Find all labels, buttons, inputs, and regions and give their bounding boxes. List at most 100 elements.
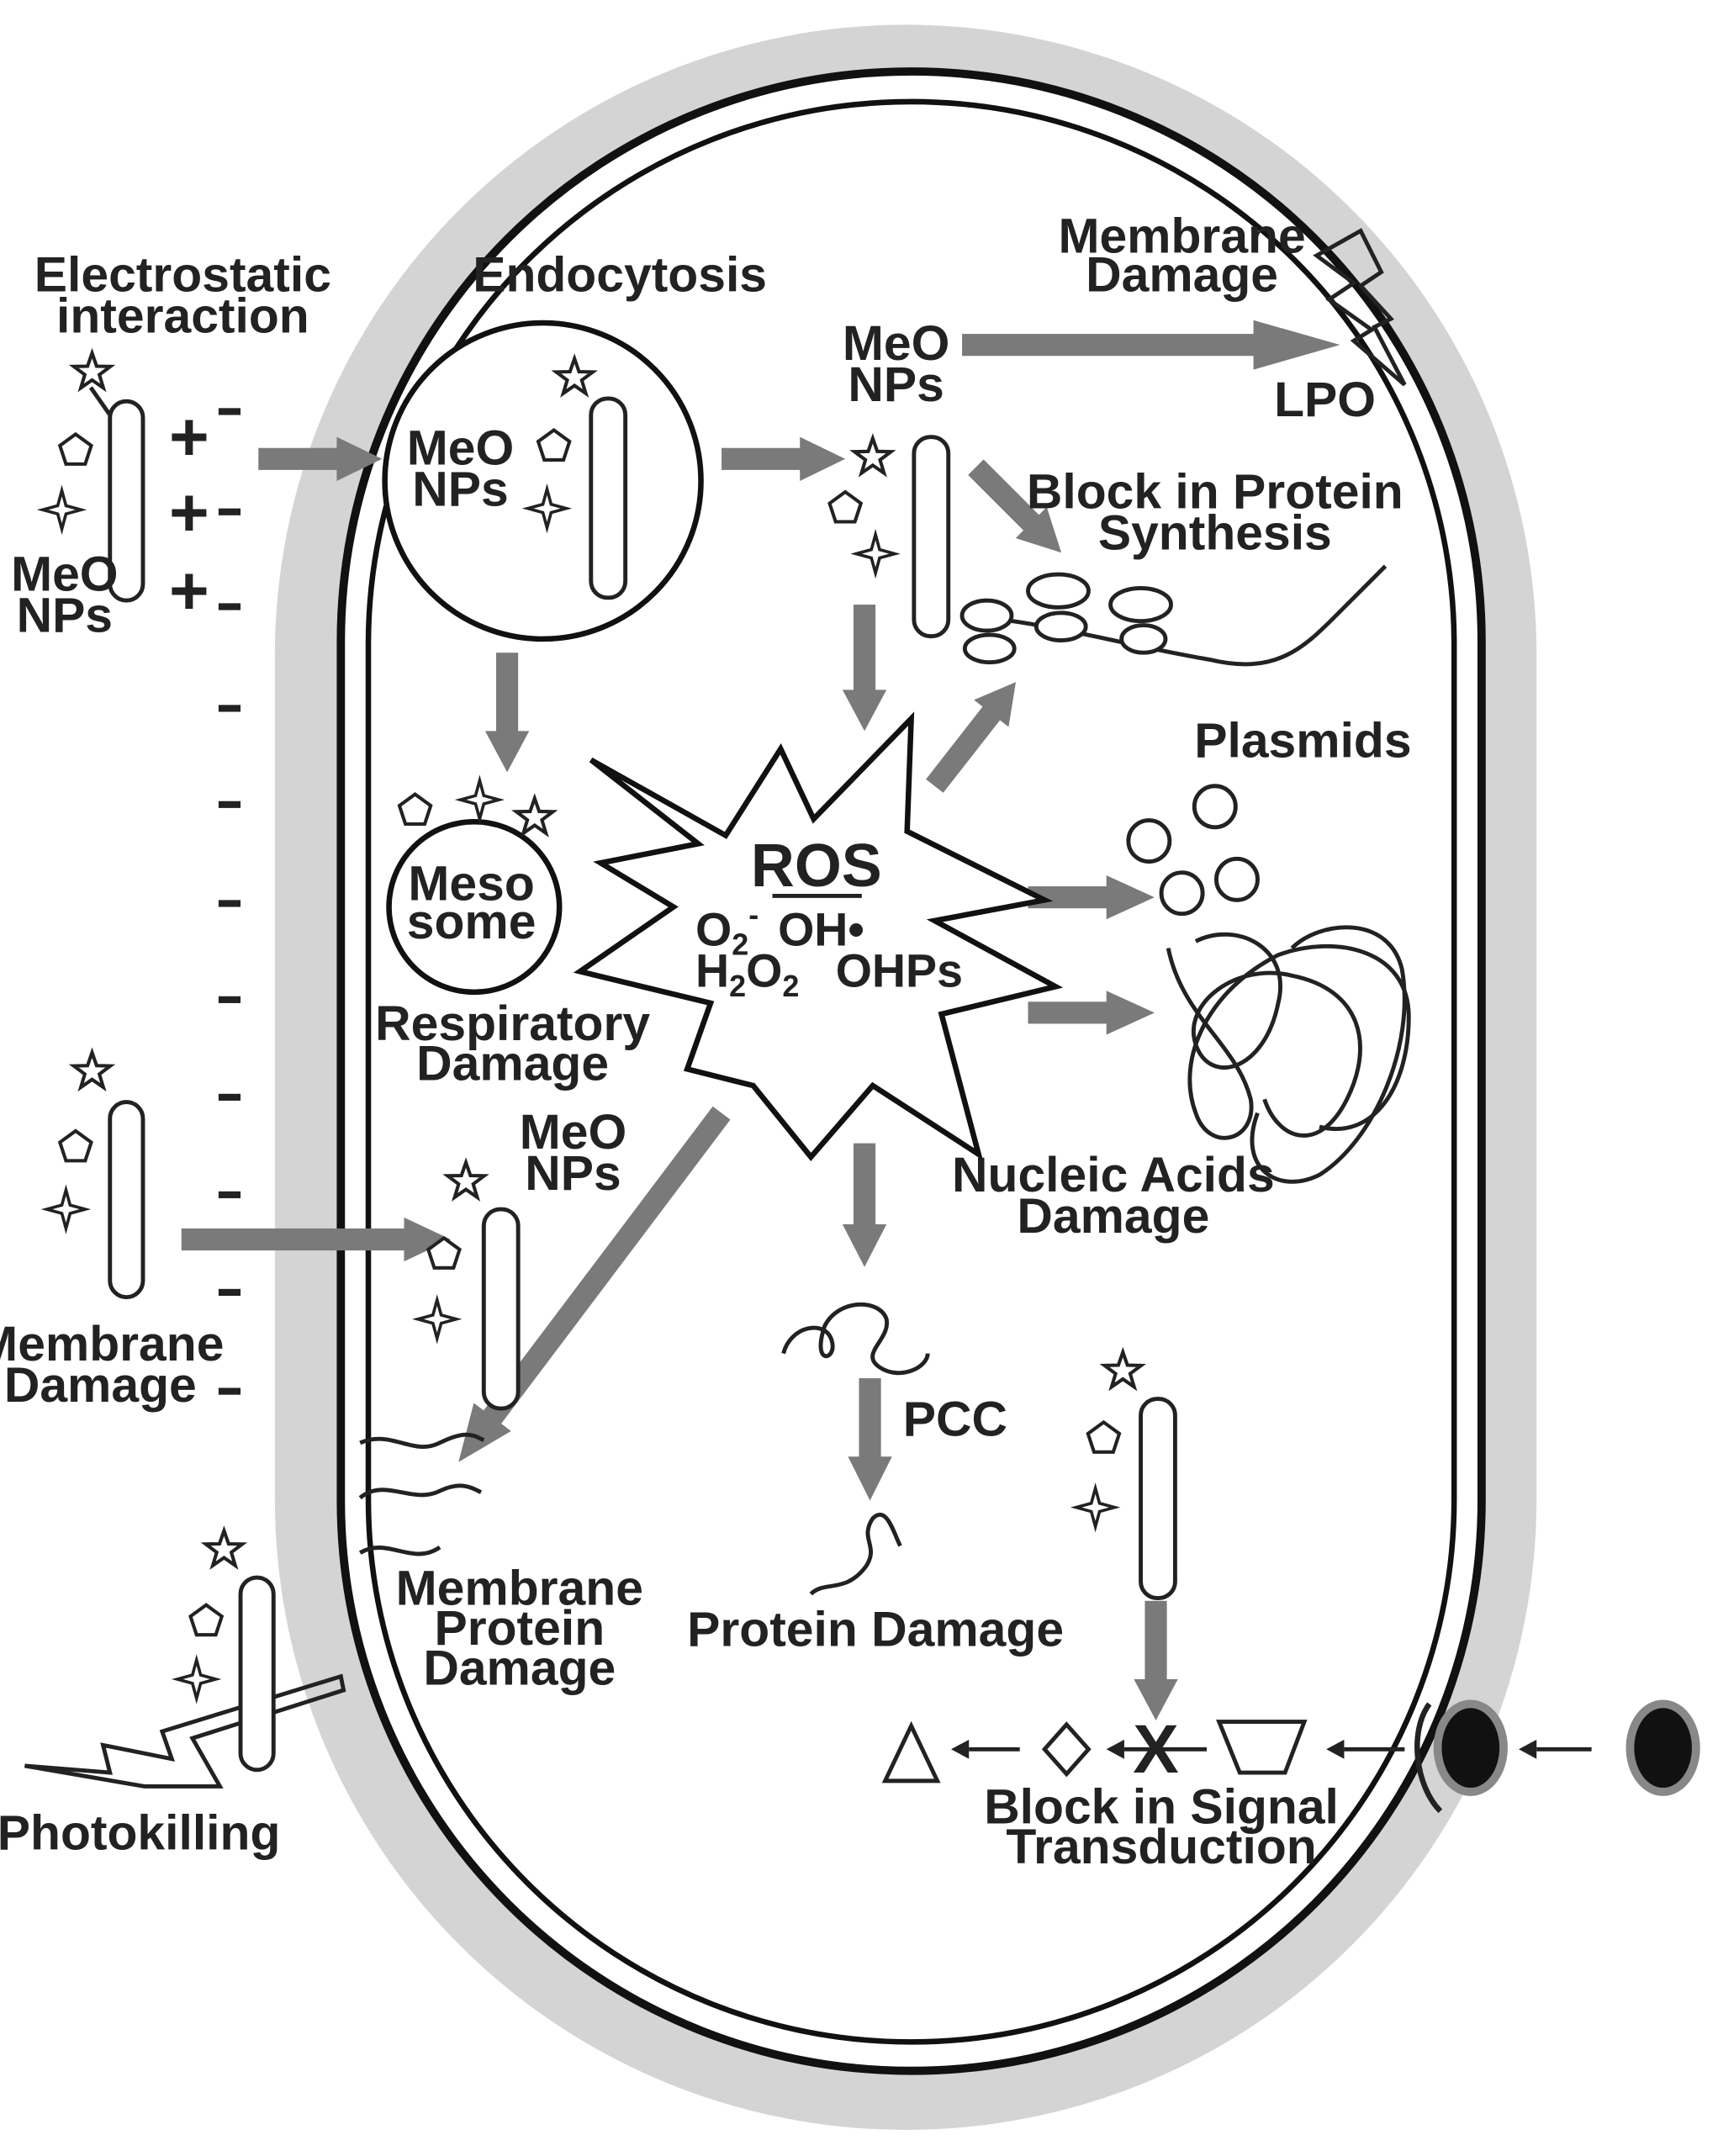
- arrow-to-membrane-damage: [962, 320, 1340, 370]
- sparkle-icon: [176, 1658, 218, 1700]
- label-membrane-damage-top-2: Damage: [1086, 247, 1278, 302]
- arrow-nps-to-signal: [1134, 1600, 1178, 1720]
- arrow-ros-to-membrane-protein: [458, 1106, 731, 1462]
- label-mesosome-2: some: [407, 895, 537, 949]
- label-meo-nps-outside-1: MeO: [11, 547, 118, 602]
- protein-damaged: [809, 1512, 902, 1596]
- trapezoid-shape: [1216, 1720, 1308, 1775]
- mesosome: [386, 779, 563, 996]
- mesosome-body: [386, 818, 563, 996]
- arrow-ros-to-nucleic-acids: [1028, 991, 1155, 1035]
- minus-sign: [218, 408, 241, 415]
- label-electrostatic-1: Electrostatic: [34, 247, 331, 302]
- label-mesosome-1: Meso: [408, 856, 534, 911]
- label-nucleic-2: Damage: [1017, 1189, 1209, 1244]
- minus-sign: [218, 801, 241, 808]
- block-x-mark: X: [1133, 1711, 1179, 1788]
- text-labels: Electrostatic interaction Endocytosis Me…: [0, 209, 1412, 1874]
- plus-sign: +: [169, 552, 209, 629]
- plasmids: [1126, 784, 1260, 917]
- label-block-signal-2: Transduction: [1006, 1820, 1316, 1874]
- np-cluster-lower: [416, 1163, 521, 1411]
- triangle-shape: [881, 1720, 941, 1783]
- protein-native: [781, 1302, 930, 1376]
- label-meo-nps-lower-2: NPs: [525, 1146, 621, 1201]
- label-respiratory-2: Damage: [416, 1036, 609, 1091]
- receptor-icon: [1414, 1702, 1443, 1814]
- label-block-protein-1: Block in Protein: [1027, 465, 1403, 520]
- np-cluster-membrane-damage: [45, 1053, 145, 1300]
- label-membrane-protein-3: Damage: [423, 1641, 616, 1695]
- minus-sign: [218, 1288, 241, 1297]
- label-meo-nps-upper-2: NPs: [848, 357, 944, 412]
- nanorod-icon: [1139, 1397, 1177, 1600]
- arrow-pcc: [848, 1378, 892, 1501]
- chromosome-dna: [1166, 925, 1411, 1184]
- signal-pathway: [881, 1699, 1700, 1814]
- label-nucleic-1: Nucleic Acids: [952, 1148, 1275, 1202]
- arrow-membrane-np-entry: [181, 1217, 452, 1262]
- minus-sign: [218, 1093, 241, 1101]
- nanorod-icon: [108, 399, 145, 603]
- label-meo-nps-upper-1: MeO: [843, 316, 949, 371]
- plus-sign: +: [169, 474, 209, 551]
- label-block-signal-1: Block in Signal: [984, 1780, 1339, 1835]
- surface-charges: + + +: [169, 399, 241, 1395]
- plus-sign: +: [169, 399, 209, 475]
- receptor-bound-ligand: [1433, 1699, 1508, 1796]
- minus-sign: [218, 508, 241, 515]
- label-meo-nps-outside-2: NPs: [17, 589, 113, 643]
- label-endocytosis: Endocytosis: [473, 247, 767, 302]
- np-cluster-upper: [830, 435, 951, 639]
- photokilling: [24, 1530, 346, 1789]
- lightning-damage-icon: [1313, 228, 1407, 387]
- arrow-ros-to-ribosomes: [926, 682, 1016, 793]
- label-membrane-protein-1: Membrane: [396, 1562, 643, 1616]
- minus-sign: [218, 705, 241, 712]
- inner-membrane: [365, 98, 1457, 2045]
- signal-ligand: [1625, 1699, 1700, 1796]
- nanorod-icon: [238, 1575, 276, 1773]
- sparkle-icon: [40, 489, 83, 531]
- arrow-nps-to-ribosomes: [968, 459, 1062, 553]
- ros-burst: [573, 711, 1064, 1162]
- label-h2o2: H2O2: [695, 944, 799, 1002]
- minus-sign: [218, 1191, 241, 1198]
- star-icon: [74, 1053, 110, 1087]
- sparkle-icon: [45, 1188, 87, 1230]
- label-hydroxyl: OH•: [778, 903, 864, 955]
- pentagon-icon: [191, 1605, 222, 1635]
- membrane-protein-squiggles: [358, 1432, 485, 1556]
- star-icon: [206, 1530, 242, 1565]
- label-ohps: OHPs: [836, 944, 963, 996]
- minus-sign: [218, 900, 241, 907]
- label-ros: ROS: [751, 832, 882, 900]
- arrow-vesicle-to-cytoplasm: [722, 436, 846, 481]
- diamond-shape: [1041, 1721, 1092, 1778]
- endocytic-vesicle: [382, 320, 704, 642]
- pentagon-icon: [60, 434, 91, 463]
- minus-sign: [218, 603, 241, 610]
- label-meo-nps-vesicle-2: NPs: [412, 462, 508, 516]
- label-photokilling: Photokilling: [0, 1806, 280, 1861]
- gray-arrows: [181, 320, 1340, 1720]
- nanorod-icon: [108, 1100, 145, 1300]
- label-lpo: LPO: [1274, 373, 1376, 427]
- label-electrostatic-2: interaction: [56, 288, 309, 343]
- minus-sign: [218, 1387, 241, 1395]
- arrow-electrostatic-to-cell: [258, 436, 383, 481]
- arrow-ros-to-protein: [842, 1143, 887, 1267]
- minus-sign: [218, 996, 241, 1003]
- label-membrane-damage-top-1: Membrane: [1058, 209, 1305, 264]
- ribosomes-mrna: [959, 564, 1388, 667]
- star-icon: [74, 353, 110, 388]
- label-meo-nps-lower-1: MeO: [520, 1105, 626, 1160]
- label-plasmids: Plasmids: [1194, 713, 1411, 768]
- label-protein-damage: Protein Damage: [687, 1603, 1064, 1657]
- label-block-protein-2: Synthesis: [1098, 506, 1332, 561]
- label-superoxide: O2-: [695, 897, 759, 962]
- nanorod-icon: [481, 1207, 521, 1411]
- light-beam-icon: [24, 1673, 346, 1789]
- label-membrane-damage-left-1: Membrane: [0, 1317, 224, 1371]
